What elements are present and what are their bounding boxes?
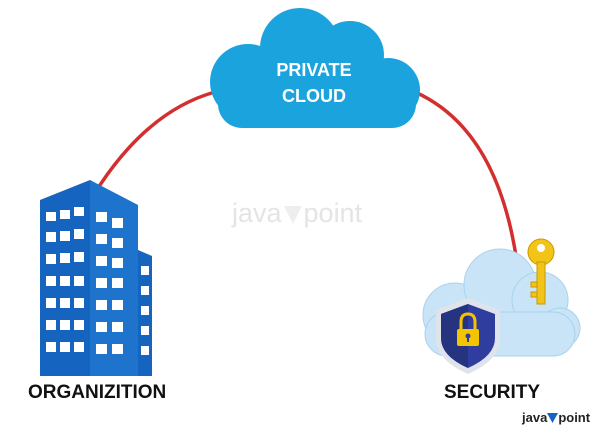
cloud-title-line2: CLOUD [282, 86, 346, 106]
building-icon [40, 180, 152, 376]
watermark-center: java point [232, 198, 362, 229]
watermark-center-right: point [303, 198, 363, 228]
watermark-corner-logo-icon [547, 413, 559, 423]
watermark-corner-right: point [558, 410, 591, 425]
lock-icon [457, 312, 479, 346]
private-cloud-shape [210, 8, 420, 128]
watermark-center-logo-icon [283, 205, 302, 224]
security-label: SECURITY [444, 382, 541, 403]
watermark-center-left: java [232, 198, 282, 228]
connector-arc [98, 90, 520, 272]
watermark-corner-left: java [522, 410, 548, 425]
watermark-corner: java point [522, 410, 590, 425]
organization-label: ORGANIZITION [28, 382, 167, 403]
cloud-title-line1: PRIVATE [276, 60, 352, 80]
key-hole [537, 244, 545, 252]
